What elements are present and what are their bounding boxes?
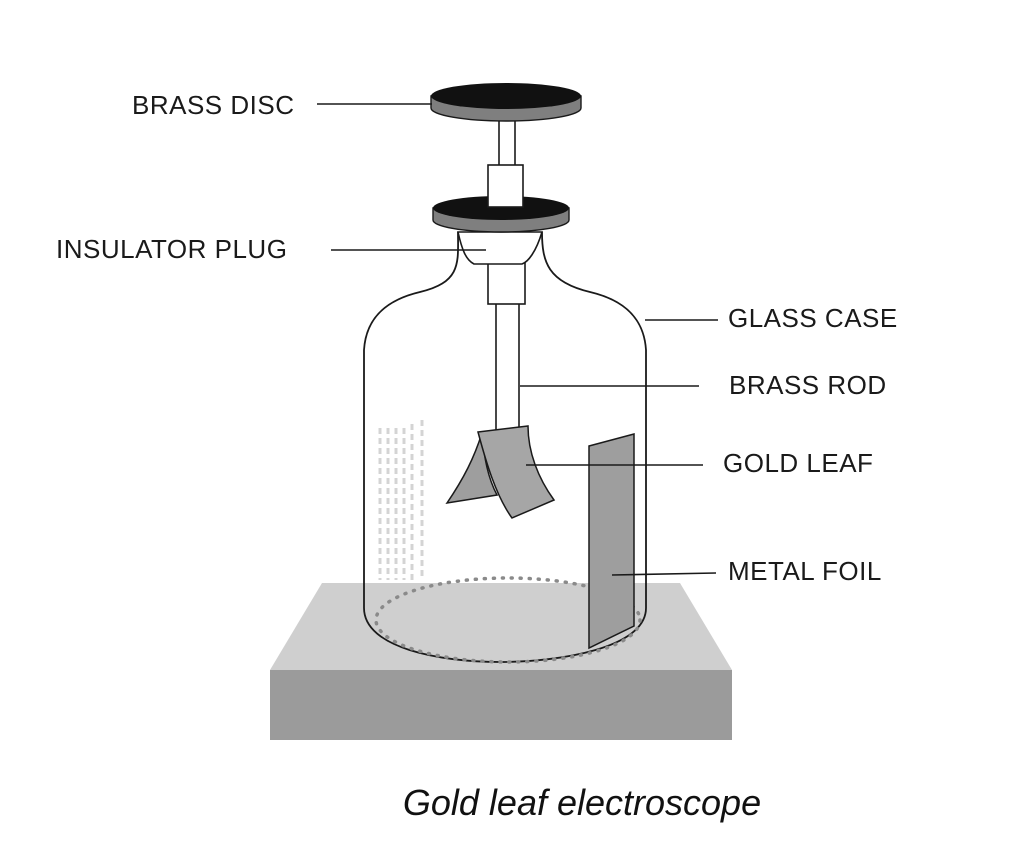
brass-disc [430, 83, 582, 122]
diagram-caption: Gold leaf electroscope [403, 782, 761, 823]
metal-foil [588, 433, 635, 650]
upper-stem [498, 113, 516, 167]
leader-lines [317, 103, 718, 576]
lower-disc-top [433, 196, 569, 220]
insulator-plug [457, 231, 544, 265]
rod-assembly [457, 231, 544, 432]
dotted-floor-ring [374, 576, 642, 664]
upper-insulator [487, 164, 524, 208]
lower-disc [432, 196, 570, 233]
base-front-face [270, 670, 732, 740]
label-brass-rod: BRASS ROD [729, 370, 887, 400]
brass-disc-top [431, 83, 581, 109]
insulator-sleeve [487, 261, 526, 305]
brass-rod [495, 302, 520, 432]
label-insulator-plug: INSULATOR PLUG [56, 234, 287, 264]
base-top-face [270, 583, 732, 670]
gold-leaf-front [477, 425, 556, 519]
label-metal-foil: METAL FOIL [728, 556, 882, 586]
glass-highlight [378, 420, 424, 580]
label-brass-disc: BRASS DISC [132, 90, 295, 120]
leader-metal-foil [611, 572, 717, 576]
label-glass-case: GLASS CASE [728, 303, 898, 333]
label-gold-leaf: GOLD LEAF [723, 448, 873, 478]
gold-leaf [445, 425, 556, 519]
connector [487, 113, 524, 208]
